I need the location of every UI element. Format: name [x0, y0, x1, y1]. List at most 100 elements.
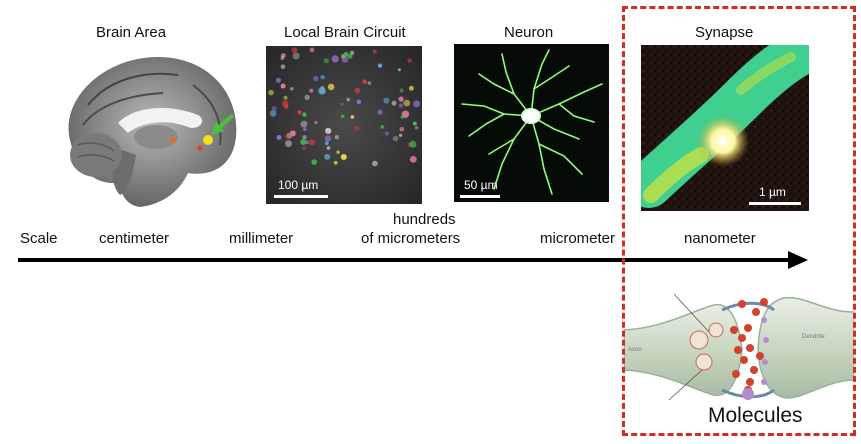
circuit-cell — [290, 87, 294, 91]
circuit-cell — [309, 88, 314, 93]
circuit-cell — [324, 141, 329, 146]
circuit-cell — [324, 135, 332, 142]
molecules-label: Molecules — [708, 404, 803, 427]
circuit-cell — [399, 133, 403, 137]
circuit-cell — [280, 83, 286, 89]
circuit-cell — [354, 125, 360, 131]
circuit-cell — [287, 132, 293, 139]
local-brain-circuit-title: Local Brain Circuit — [284, 24, 406, 41]
circuit-cell — [347, 53, 353, 59]
circuit-cell — [380, 125, 385, 129]
circuit-cell — [331, 55, 339, 63]
circuit-cell — [350, 115, 355, 119]
circuit-cell — [398, 103, 403, 108]
neuron-scalebar-label: 50 µm — [464, 178, 498, 192]
scale-unit-micrometer: micrometer — [540, 230, 616, 247]
circuit-scalebar-label: 100 µm — [278, 178, 319, 192]
circuit-cell — [300, 139, 307, 145]
circuit-cell — [309, 47, 315, 53]
circuit-cell — [280, 64, 286, 69]
circuit-cell — [391, 100, 397, 106]
circuit-cell — [323, 58, 329, 64]
neuron-scalebar: 50 µm — [460, 176, 508, 198]
circuit-cell — [349, 50, 355, 55]
scale-unit-nanometer: nanometer — [684, 230, 756, 247]
circuit-cell — [302, 135, 307, 140]
brain-area-image — [48, 45, 243, 210]
circuit-cell — [285, 140, 292, 148]
circuit-cell — [326, 146, 331, 150]
circuit-cell — [291, 47, 298, 53]
circuit-cell — [413, 100, 420, 108]
circuit-cell — [377, 63, 383, 68]
circuit-cell — [309, 139, 315, 146]
circuit-cell — [280, 56, 285, 60]
circuit-cell — [333, 160, 338, 165]
synapse-highlight-box — [622, 6, 856, 436]
circuit-cell — [275, 77, 281, 83]
circuit-cell — [311, 159, 317, 165]
scale-unit-centimeter: centimeter — [99, 230, 170, 247]
neuron-image: 50 µm — [454, 44, 609, 202]
circuit-cell — [384, 131, 389, 136]
scale-unit-millimeter: millimeter — [229, 230, 294, 247]
scale-unit-of-micrometers: of micrometers — [361, 230, 461, 247]
synapse-image: 1 µm — [641, 45, 809, 211]
circuit-cell — [325, 127, 332, 134]
circuit-cell — [314, 121, 318, 125]
circuit-cell — [302, 146, 306, 150]
circuit-cell — [297, 110, 302, 115]
local-brain-circuit-image: 100 µm — [266, 46, 422, 204]
circuit-cell — [362, 79, 367, 84]
circuit-cell — [269, 110, 277, 117]
brain-area-title: Brain Area — [96, 24, 167, 41]
circuit-cell — [409, 140, 417, 148]
neuron-scalebar-line — [460, 195, 500, 198]
circuit-cell — [372, 160, 378, 167]
circuit-cell — [327, 83, 335, 91]
scale-unit-hundreds: hundreds — [393, 211, 456, 228]
circuit-cell — [354, 87, 361, 94]
molecules-image: Axon Dendrite — [624, 290, 854, 405]
circuit-cell — [399, 88, 404, 93]
scale-label: Scale — [20, 230, 58, 247]
circuit-cell — [271, 106, 277, 112]
circuit-cell — [346, 97, 350, 102]
circuit-cell — [414, 125, 419, 130]
circuit-cell — [340, 102, 344, 106]
circuit-cell — [408, 85, 414, 91]
scale-arrow — [18, 251, 808, 269]
circuit-cell — [318, 87, 326, 95]
axon-label: Axon — [628, 347, 642, 353]
synapse-scalebar-line — [749, 202, 801, 205]
circuit-cell — [268, 89, 274, 96]
circuit-cell — [398, 96, 404, 102]
circuit-cell — [292, 52, 300, 60]
circuit-cell — [367, 81, 372, 85]
circuit-cell — [400, 115, 404, 119]
circuit-cell — [304, 94, 310, 100]
circuit-cell — [336, 150, 340, 154]
circuit-cell — [383, 97, 390, 104]
synapse-scalebar-label: 1 µm — [759, 185, 786, 199]
circuit-cell — [313, 76, 319, 82]
circuit-cell — [282, 100, 289, 107]
circuit-cell — [303, 127, 307, 132]
circuit-cell — [283, 95, 288, 100]
circuit-cell — [409, 156, 417, 163]
circuit-scalebar: 100 µm — [274, 176, 334, 198]
dendrite-label: Dendrite — [802, 334, 825, 340]
circuit-cell — [372, 49, 377, 54]
circuit-cell — [340, 154, 347, 160]
synapse-title: Synapse — [695, 24, 754, 41]
circuit-cell — [399, 127, 405, 132]
circuit-cell — [340, 114, 345, 118]
synapse-scalebar: 1 µm — [749, 181, 805, 205]
circuit-cell — [324, 153, 331, 160]
circuit-cell — [300, 120, 308, 128]
circuit-cell — [302, 112, 307, 117]
circuit-cell — [276, 135, 282, 140]
circuit-scalebar-line — [274, 195, 328, 198]
circuit-cell — [403, 99, 411, 107]
circuit-cell — [412, 121, 417, 126]
